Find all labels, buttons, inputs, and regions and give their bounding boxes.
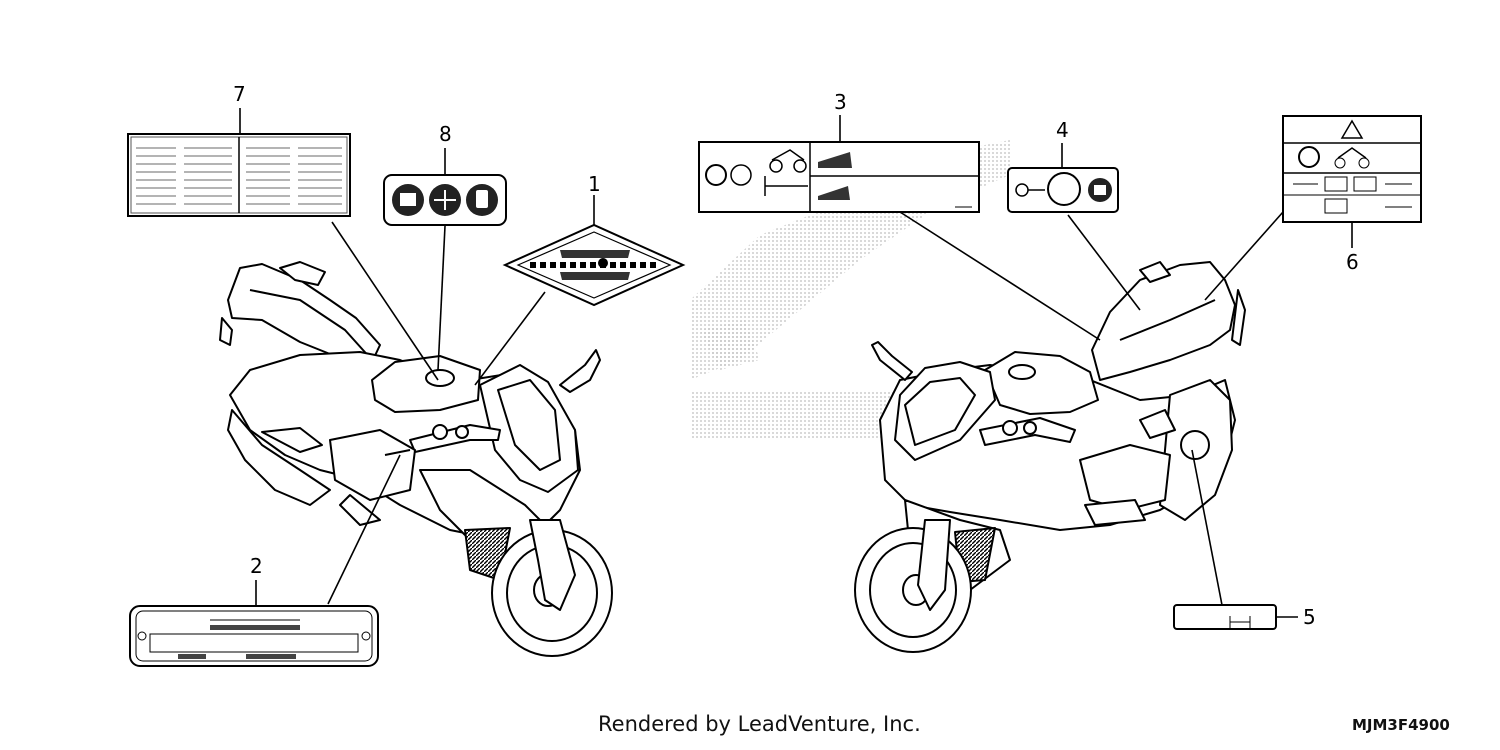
- label-4-graphic: [1007, 167, 1119, 213]
- callout-number-3: 3: [834, 90, 847, 114]
- callout-number-1: 1: [588, 172, 601, 196]
- label-1-graphic: [502, 223, 686, 307]
- label-5-graphic: [1173, 604, 1277, 630]
- callout-number-8: 8: [439, 122, 452, 146]
- callout-number-7: 7: [233, 82, 246, 106]
- callout-number-5: 5: [1303, 605, 1316, 629]
- leader-lines: [239, 108, 1353, 618]
- label-8-graphic: [383, 174, 507, 226]
- label-7-graphic: [127, 133, 351, 217]
- left-motorcycle-illustration: [219, 261, 613, 657]
- label-2-graphic: [129, 605, 379, 667]
- diagram-code: MJM3F4900: [1352, 716, 1450, 734]
- callout-number-2: 2: [250, 554, 263, 578]
- right-motorcycle-illustration: [854, 261, 1246, 653]
- render-credit: Rendered by LeadVenture, Inc.: [598, 712, 921, 736]
- label-3-graphic: [698, 141, 980, 213]
- callout-number-6: 6: [1346, 250, 1359, 274]
- label-6-graphic: [1282, 115, 1422, 223]
- callout-number-4: 4: [1056, 118, 1069, 142]
